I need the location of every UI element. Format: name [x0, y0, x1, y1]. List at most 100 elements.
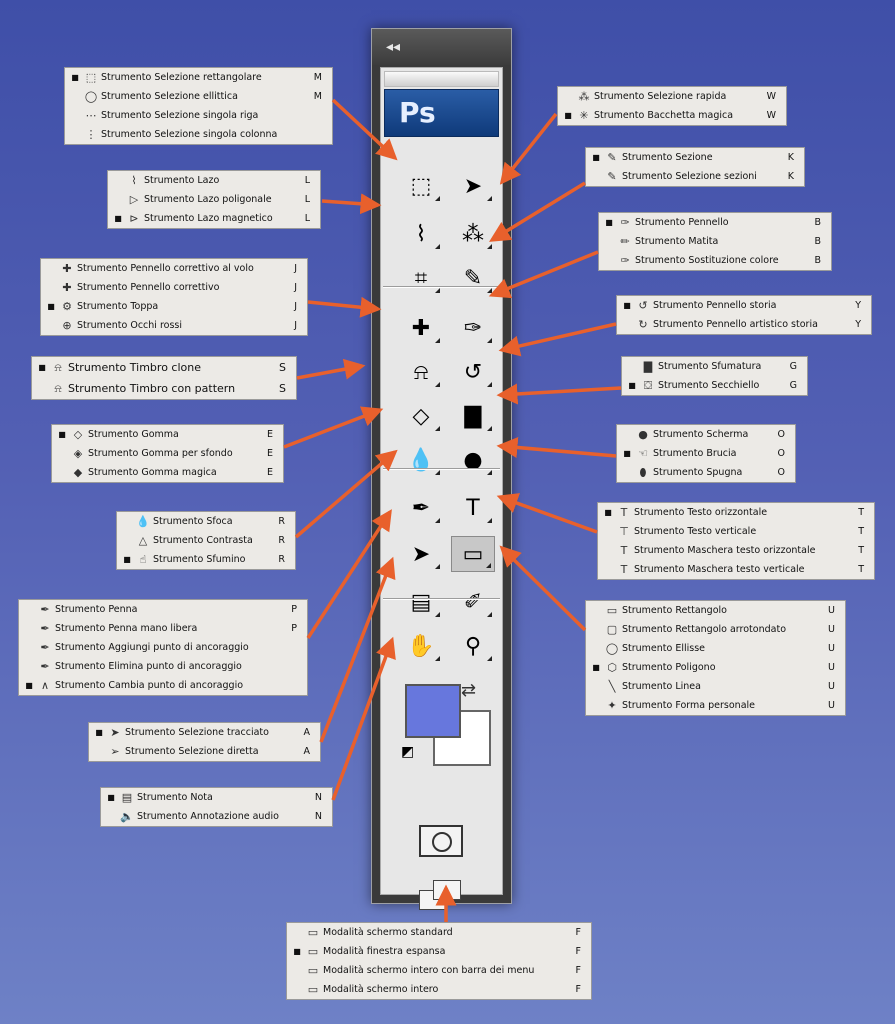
- gradient-tool[interactable]: ▇: [451, 398, 495, 434]
- tool-menu-item[interactable]: ▭Modalità schermo intero con barra dei m…: [287, 961, 591, 980]
- toolbox-titlebar[interactable]: ◂◂: [372, 29, 511, 65]
- path-selection-tool[interactable]: ➤: [399, 536, 443, 572]
- notes-tool[interactable]: ▤: [399, 584, 443, 620]
- brush-tool[interactable]: ✑: [451, 310, 495, 346]
- active-bullet-icon: ■: [605, 218, 613, 227]
- screen-mode-button[interactable]: [419, 878, 471, 918]
- tool-menu-item[interactable]: ⋮Strumento Selezione singola colonna: [65, 125, 332, 144]
- tool-menu-item[interactable]: ⋯Strumento Selezione singola riga: [65, 106, 332, 125]
- type-tool[interactable]: T: [451, 490, 495, 526]
- photoshop-logo[interactable]: Ps: [384, 89, 499, 137]
- blur-tool[interactable]: 💧: [399, 442, 443, 478]
- submenu-indicator-icon: [486, 563, 491, 568]
- background-color-swatch[interactable]: [433, 710, 491, 766]
- collapse-icon[interactable]: ◂◂: [386, 39, 401, 55]
- foreground-color-swatch[interactable]: [405, 684, 461, 738]
- swap-colors-icon[interactable]: ⇄: [461, 680, 477, 701]
- submenu-indicator-icon: [435, 244, 440, 249]
- move-tool[interactable]: ➤: [451, 168, 495, 204]
- eyedropper-tool[interactable]: ✐: [451, 584, 495, 620]
- separator: [383, 286, 500, 288]
- clone-stamp-tool[interactable]: ⍾: [399, 354, 443, 390]
- tool-item-label: Strumento Pennello correttivo: [77, 282, 220, 293]
- tool-item-icon: △: [138, 534, 148, 547]
- hand-tool[interactable]: ✋: [399, 628, 443, 664]
- tool-item-icon: ⍾: [54, 382, 62, 395]
- crop-tool[interactable]: ⌗: [399, 260, 443, 296]
- tool-item-label: Strumento Pennello artistico storia: [653, 319, 818, 330]
- dodge-tool[interactable]: ●: [451, 442, 495, 478]
- lasso-tool[interactable]: ⌇: [399, 216, 443, 252]
- default-colors-icon[interactable]: ◩: [401, 744, 415, 760]
- zoom-tool[interactable]: ⚲: [451, 628, 495, 664]
- slice-tool[interactable]: ✎: [451, 260, 495, 296]
- shortcut-key: F: [575, 965, 581, 976]
- rect-marquee-tool[interactable]: ⬚: [399, 168, 443, 204]
- tool-menu-item[interactable]: ■∧Strumento Cambia punto di ancoraggio: [19, 676, 307, 695]
- history-brush-tool[interactable]: ↺: [451, 354, 495, 390]
- pen-tool[interactable]: ✒: [399, 490, 443, 526]
- tool-item-label: Strumento Annotazione audio: [137, 811, 279, 822]
- quick-mask-button[interactable]: [419, 825, 463, 857]
- healing-brush-tool[interactable]: ✚: [399, 310, 443, 346]
- quick-selection-tool[interactable]: ⁂: [451, 216, 495, 252]
- tool-menu-item[interactable]: ✒Strumento Elimina punto di ancoraggio: [19, 657, 307, 676]
- shape-tool[interactable]: ▭: [451, 536, 495, 572]
- eraser-tool[interactable]: ◇: [399, 398, 443, 434]
- toolbox-grip[interactable]: [384, 71, 499, 87]
- tool-menu-item[interactable]: ✒Strumento Aggiungi punto di ancoraggio: [19, 638, 307, 657]
